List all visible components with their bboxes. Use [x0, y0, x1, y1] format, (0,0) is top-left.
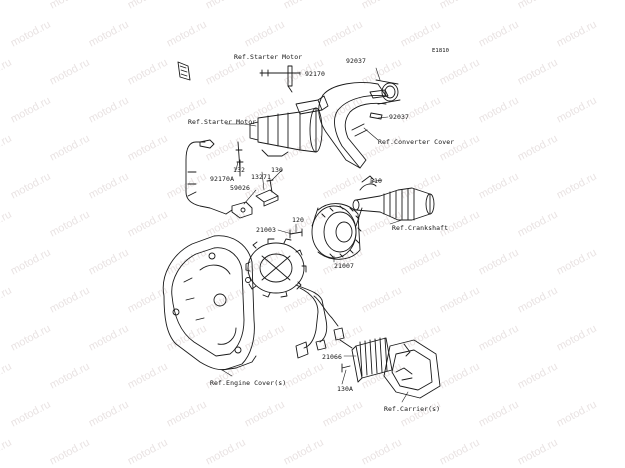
converter-cover-duct — [319, 80, 400, 168]
starter-motor — [250, 96, 328, 156]
label-ref-starter-motor-top[interactable]: Ref.Starter Motor — [234, 53, 303, 61]
engine-cover — [163, 236, 256, 370]
label-ref-starter-motor-left[interactable]: Ref.Starter Motor — [188, 118, 257, 126]
stator-wire-harness — [296, 285, 344, 358]
label-part-92170[interactable]: 92170 — [305, 70, 326, 78]
label-ref-crankshaft[interactable]: Ref.Crankshaft — [392, 224, 449, 232]
label-part-21007[interactable]: 21007 — [334, 262, 355, 270]
label-part-132[interactable]: 132 — [233, 166, 246, 174]
sensor-59026 — [226, 202, 252, 218]
bolt-130a — [342, 364, 350, 372]
label-part-21066[interactable]: 21066 — [322, 353, 343, 361]
label-ref-converter-cover[interactable]: Ref.Converter Cover — [378, 138, 455, 146]
label-part-92170a[interactable]: 92170A — [210, 175, 235, 183]
starter-lead-harness — [186, 140, 242, 214]
front-arrow-icon — [178, 62, 190, 80]
label-part-59026[interactable]: 59026 — [230, 184, 251, 192]
crankshaft — [353, 176, 434, 220]
label-part-120[interactable]: 120 — [292, 216, 305, 224]
flywheel-rotor-21007 — [312, 204, 362, 260]
leader-lines — [222, 68, 408, 402]
bolt-92170 — [260, 66, 300, 92]
diagram-code: E1810 — [432, 48, 450, 54]
label-ref-engine-cover[interactable]: Ref.Engine Cover(s) — [210, 379, 287, 387]
carrier-bracket — [384, 340, 440, 398]
label-part-510[interactable]: 510 — [370, 177, 383, 185]
label-part-130[interactable]: 130 — [271, 166, 284, 174]
label-part-13271[interactable]: 13271 — [251, 173, 272, 181]
bolt-120 — [290, 229, 302, 238]
label-part-130a[interactable]: 130A — [337, 385, 354, 393]
stator-21003 — [246, 239, 306, 297]
label-part-21003[interactable]: 21003 — [256, 226, 277, 234]
label-ref-carrier[interactable]: Ref.Carrier(s) — [384, 405, 441, 413]
label-part-92037-top[interactable]: 92037 — [346, 57, 367, 65]
label-part-92037-mid[interactable]: 92037 — [389, 113, 410, 121]
bracket-13271 — [256, 190, 278, 206]
